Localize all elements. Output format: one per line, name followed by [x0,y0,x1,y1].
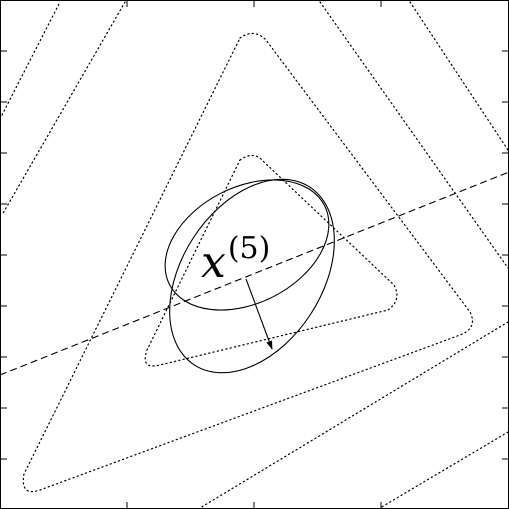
contour-4-bottom [379,431,509,509]
contour-4-right [409,1,509,151]
contour-2 [22,32,473,493]
contour-3-left [1,1,126,216]
ellipse-current [164,179,330,311]
contour-3-bottom [199,321,509,509]
ellipse-next [169,178,335,374]
contour-3-right [319,1,509,269]
cutting-hyperplane [0,171,509,376]
gradient-arrow [245,278,273,350]
iterate-label: x(5) [201,231,270,288]
contour-4-left [1,1,61,116]
contour-1 [144,154,398,367]
